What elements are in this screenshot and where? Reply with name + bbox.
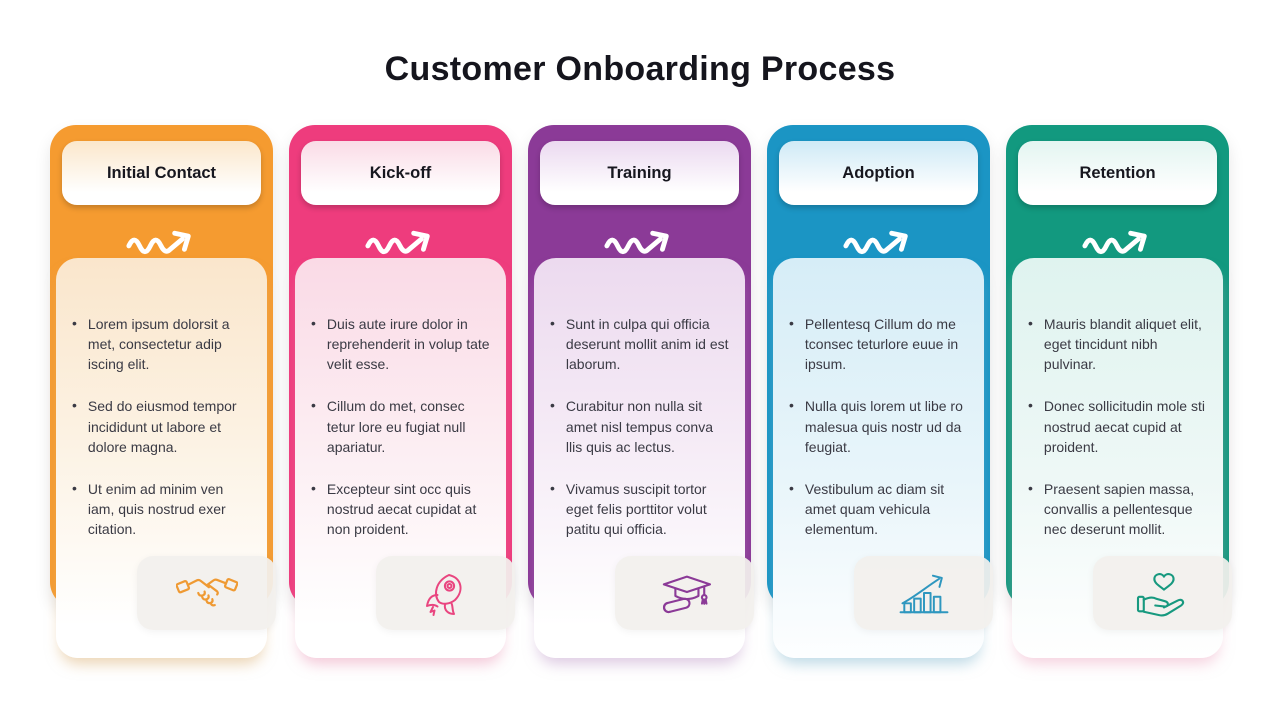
bullet-item: •Praesent sapien massa, convallis a pell… <box>1028 479 1195 538</box>
stage-card-initial-contact: Initial Contact •Lorem ipsum dolorsit a … <box>50 125 276 670</box>
bullet-item: •Nulla quis lorem ut libe ro malesua qui… <box>789 397 963 455</box>
stage-title-pill: Training <box>540 141 739 205</box>
bullet-item: •Cillum do met, consec tetur lore eu fug… <box>311 397 466 455</box>
wavy-arrow-icon <box>767 223 990 259</box>
stage-title-pill: Adoption <box>779 141 978 205</box>
wavy-arrow-icon <box>50 223 273 259</box>
bullet-list: •Mauris blandit aliquet elit, eget tinci… <box>1028 314 1208 539</box>
stage-card-training: Training •Sunt in culpa qui officia dese… <box>528 125 754 670</box>
bullet-item: •Curabitur non nulla sit amet nisl tempu… <box>550 397 713 455</box>
bullet-item: •Donec sollicitudin mole sti nostrud aec… <box>1028 397 1205 455</box>
stage-body: •Lorem ipsum dolorsit a met, consectetur… <box>56 258 267 658</box>
rocket-icon <box>376 556 515 630</box>
growth-chart-icon <box>854 556 993 630</box>
wavy-arrow-icon <box>528 223 751 259</box>
hand-heart-icon <box>1093 556 1232 630</box>
bullet-list: •Duis aute irure dolor in reprehenderit … <box>311 314 491 539</box>
bullet-item: •Ut enim ad minim ven iam, quis nostrud … <box>72 479 226 538</box>
bullet-list: •Lorem ipsum dolorsit a met, consectetur… <box>72 314 252 539</box>
stage-title: Retention <box>1079 163 1156 182</box>
process-columns: Initial Contact •Lorem ipsum dolorsit a … <box>50 125 1232 670</box>
stage-title: Adoption <box>842 163 915 182</box>
bullet-item: •Vestibulum ac diam sit amet quam vehicu… <box>789 479 945 538</box>
handshake-icon <box>137 556 276 630</box>
bullet-item: •Lorem ipsum dolorsit a met, consectetur… <box>72 315 230 373</box>
bullet-item: •Duis aute irure dolor in reprehenderit … <box>311 315 490 373</box>
page-title: Customer Onboarding Process <box>384 50 896 88</box>
bullet-item: •Mauris blandit aliquet elit, eget tinci… <box>1028 315 1202 373</box>
bullet-list: •Sunt in culpa qui officia deserunt moll… <box>550 314 730 539</box>
bullet-list: •Pellentesq Cillum do me tconsec teturlo… <box>789 314 969 539</box>
graduation-cap-icon <box>615 556 754 630</box>
stage-title: Kick-off <box>369 163 432 182</box>
stage-title: Initial Contact <box>106 163 217 182</box>
stage-card-kick-off: Kick-off •Duis aute irure dolor in repre… <box>289 125 515 670</box>
bullet-item: •Sed do eiusmod tempor incididunt ut lab… <box>72 397 237 455</box>
stage-card-retention: Retention •Mauris blandit aliquet elit, … <box>1006 125 1232 670</box>
stage-body: •Sunt in culpa qui officia deserunt moll… <box>534 258 745 658</box>
stage-title-pill: Retention <box>1018 141 1217 205</box>
bullet-item: •Vivamus suscipit tortor eget felis port… <box>550 479 707 538</box>
bullet-item: •Excepteur sint occ quis nostrud aecat c… <box>311 479 477 538</box>
stage-title: Training <box>607 163 672 182</box>
wavy-arrow-icon <box>289 223 512 259</box>
wavy-arrow-icon <box>1006 223 1229 259</box>
bullet-item: •Pellentesq Cillum do me tconsec teturlo… <box>789 315 959 373</box>
bullet-item: •Sunt in culpa qui officia deserunt moll… <box>550 315 729 373</box>
stage-card-adoption: Adoption •Pellentesq Cillum do me tconse… <box>767 125 993 670</box>
stage-title-pill: Kick-off <box>301 141 500 205</box>
stage-title-pill: Initial Contact <box>62 141 261 205</box>
